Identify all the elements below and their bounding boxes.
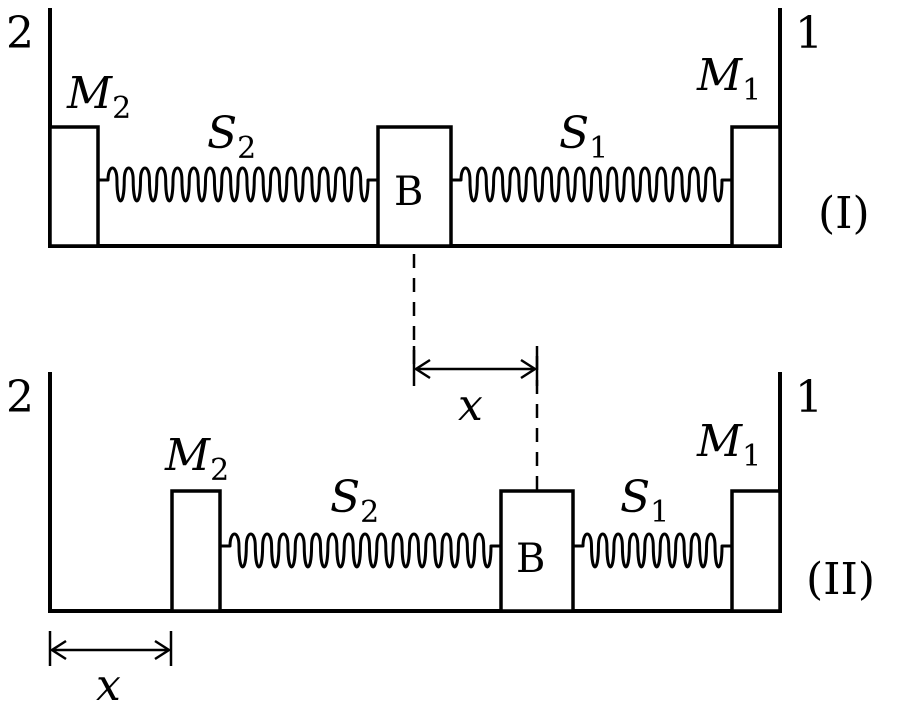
panel-ii-spring-s1 [573, 532, 732, 569]
block-displacement-arrow [412, 346, 539, 386]
panel-i-spring-s2-label: S2 [207, 108, 256, 166]
panel-i-mass-m1-label: M1 [696, 50, 761, 108]
panel-ii-spring-s2-label: S2 [330, 472, 379, 530]
panel-ii-wall-left-label: 2 [6, 372, 34, 423]
panel-ii-label: (II) [806, 554, 875, 605]
mass-displacement-arrow [48, 631, 173, 666]
mass-displacement-label: x [96, 660, 121, 710]
panel-i: 2 1 B M2 M1 S2 S1 (I) [6, 8, 870, 248]
block-displacement-label: x [458, 380, 483, 431]
panel-i-mass-m1 [730, 125, 782, 248]
panel-i-wall-left-label: 2 [6, 8, 34, 59]
panel-i-wall-right-label: 1 [795, 8, 823, 59]
panel-i-spring-s1-label: S1 [559, 108, 608, 166]
panel-i-block-b-label: B [394, 169, 423, 215]
panel-ii-mass-m1-label: M1 [696, 416, 761, 474]
panel-i-mass-m2 [48, 125, 100, 248]
panel-ii-mass-m2 [170, 489, 222, 613]
panel-i-label: (I) [818, 188, 870, 239]
panel-ii-mass-m1 [730, 489, 782, 613]
panel-ii-mass-m2-label: M2 [164, 430, 229, 488]
panel-i-block-b [376, 125, 453, 248]
panel-ii-spring-s2 [220, 532, 501, 569]
panel-i-mass-m2-label: M2 [66, 68, 131, 126]
panel-ii-block-b-label: B [516, 536, 545, 582]
panel-ii-spring-s1-label: S1 [620, 472, 669, 530]
panel-i-spring-s1 [451, 166, 732, 203]
panel-ii-wall-right-label: 1 [795, 372, 823, 423]
panel-ii-container [48, 372, 782, 613]
panel-ii-block-b [499, 489, 575, 613]
panel-i-spring-s2 [98, 166, 378, 203]
panel-ii: 2 1 B M2 M1 S2 S1 (II) [6, 372, 875, 613]
